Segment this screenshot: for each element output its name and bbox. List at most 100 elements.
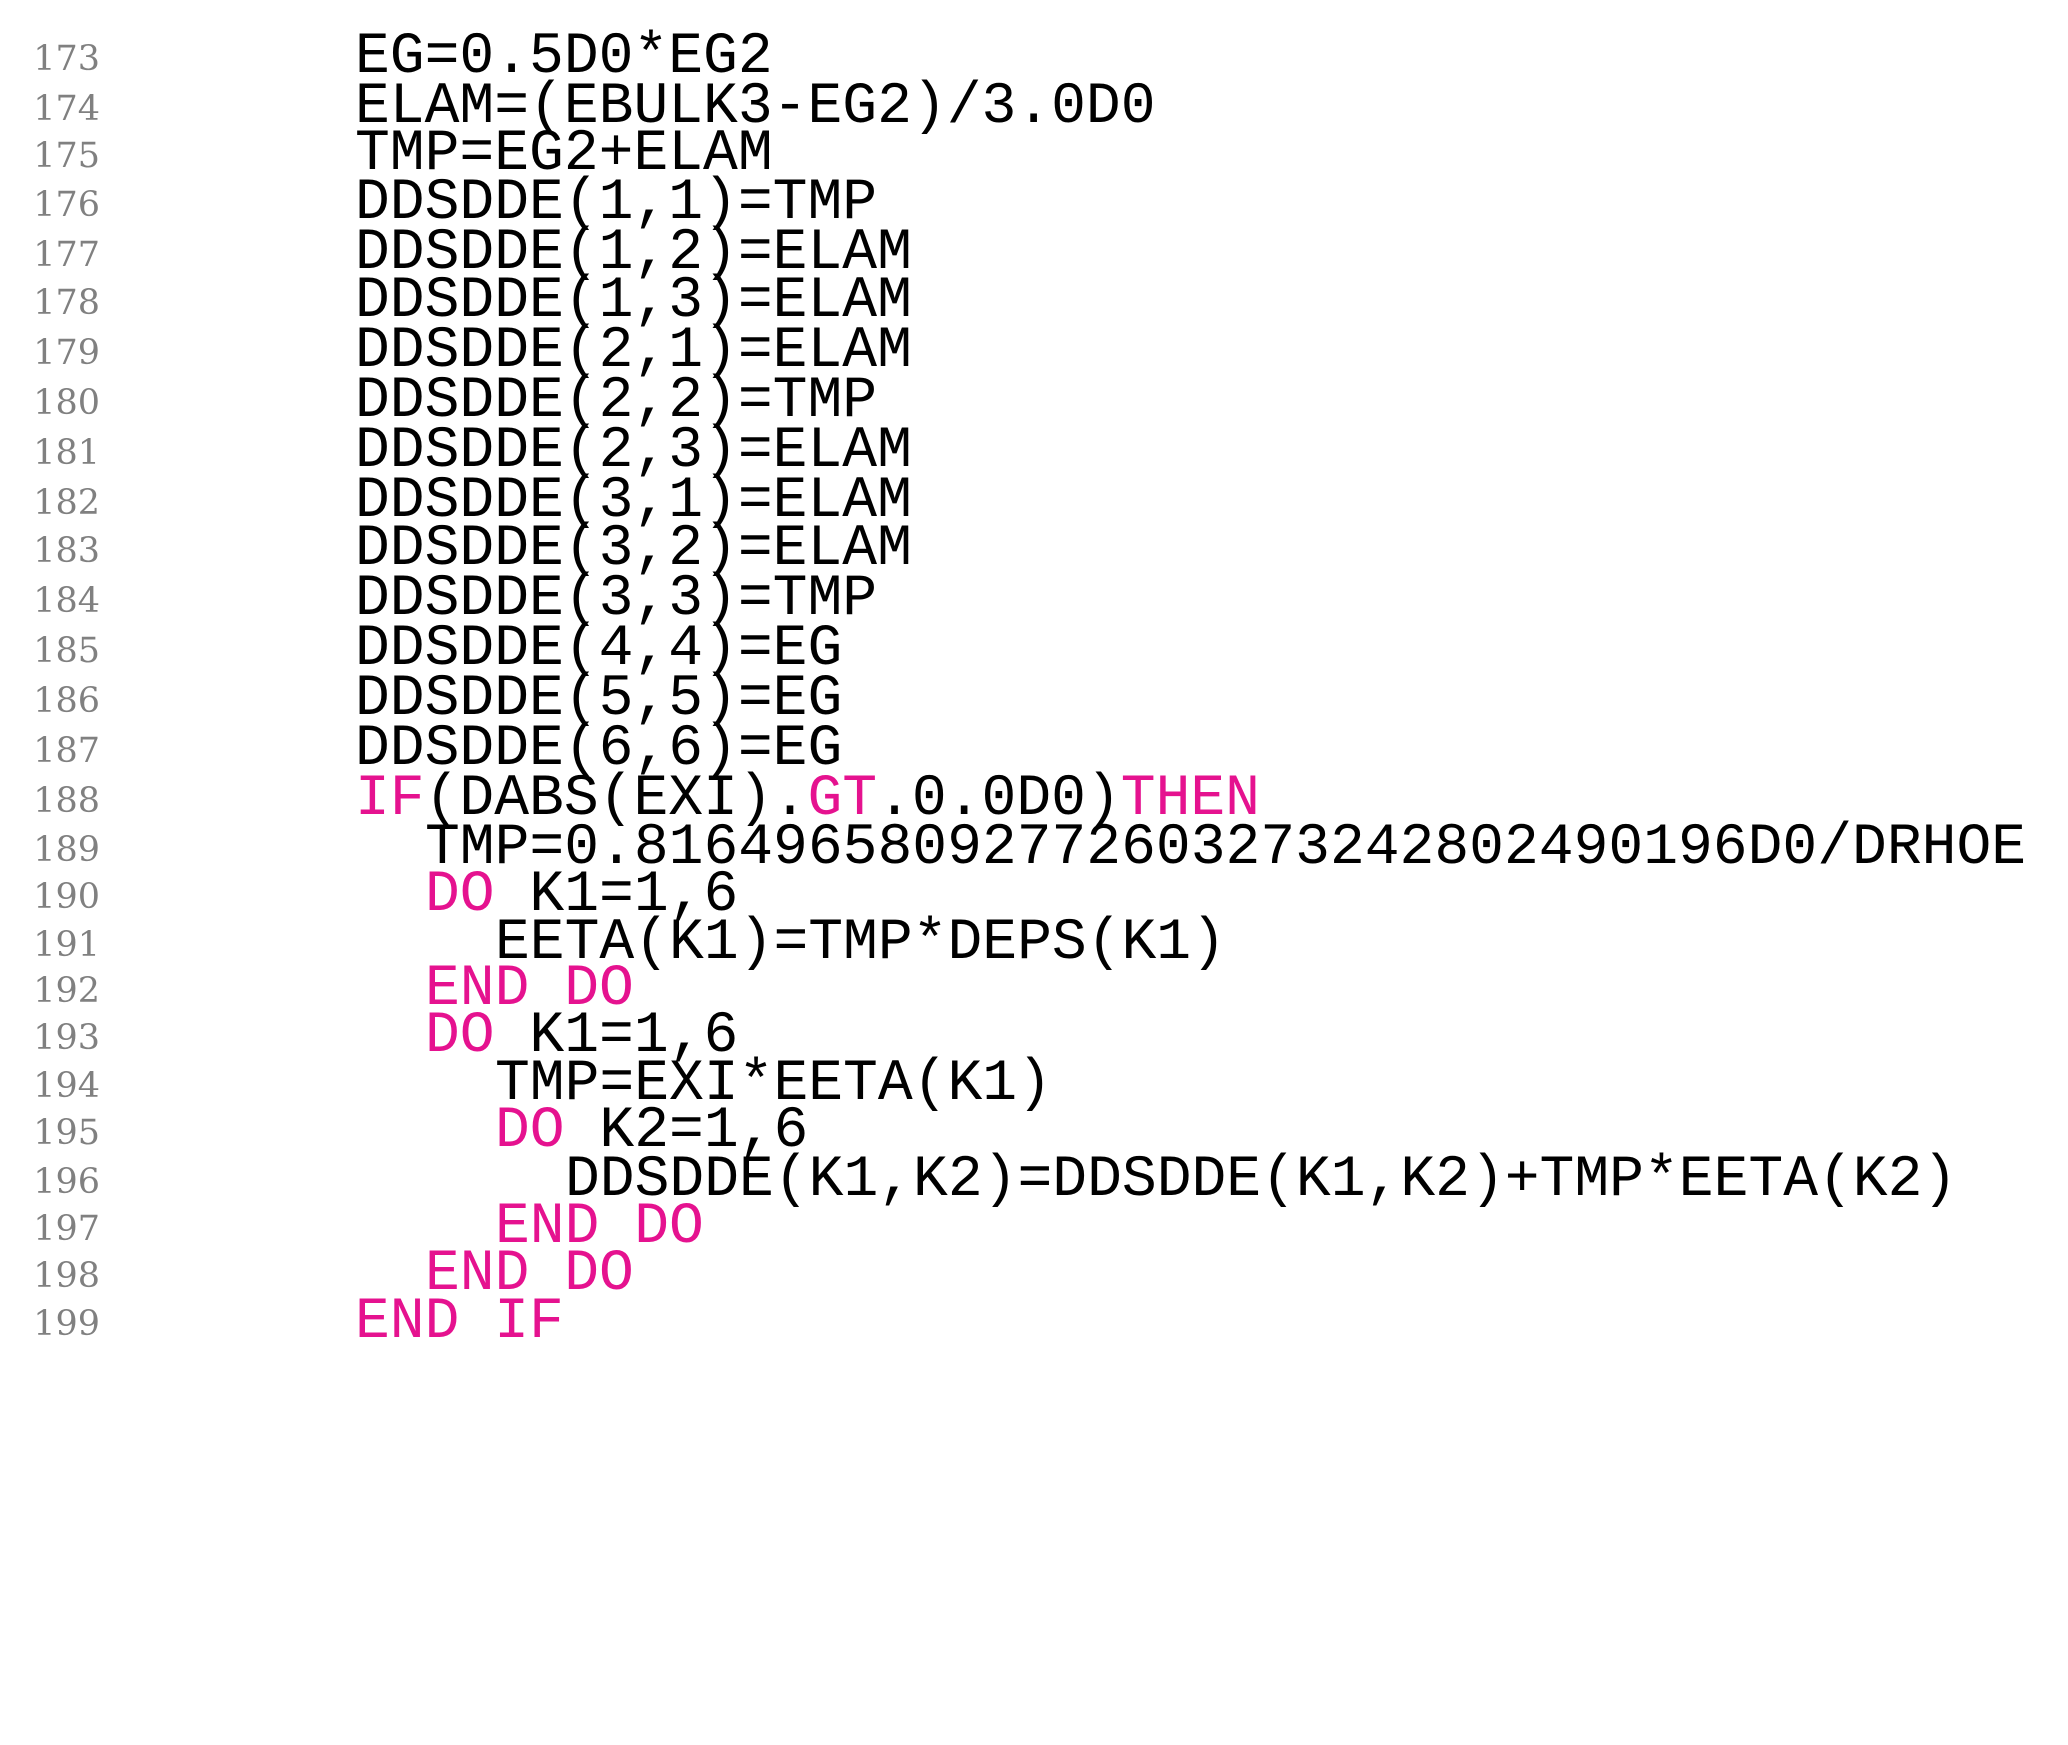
- code-token: TMP=EXI*EETA(K1): [495, 1052, 1052, 1117]
- line-number: 196: [33, 1162, 100, 1202]
- keyword-token: END DO: [425, 1242, 634, 1307]
- keyword-token: THEN: [1120, 767, 1260, 832]
- code-line: 185 DDSDDE(4,4)=EG: [0, 617, 2068, 682]
- line-number: 190: [33, 877, 100, 917]
- keyword-token: DO: [495, 1099, 565, 1164]
- code-line: 187 DDSDDE(6,6)=EG: [0, 717, 2068, 782]
- code-line: 174 ELAM=(EBULK3-EG2)/3.0D0: [0, 75, 2068, 140]
- code-line: 194 TMP=EXI*EETA(K1): [0, 1052, 2068, 1117]
- code-text: ELAM=(EBULK3-EG2)/3.0D0: [355, 75, 1156, 140]
- code-text: TMP=EG2+ELAM: [355, 122, 773, 187]
- code-text: END IF: [355, 1290, 564, 1355]
- code-line: 186 DDSDDE(5,5)=EG: [0, 667, 2068, 732]
- code-line: 175 TMP=EG2+ELAM: [0, 122, 2068, 187]
- code-line: 191 EETA(K1)=TMP*DEPS(K1): [0, 911, 2068, 976]
- code-text: END DO: [425, 1242, 634, 1307]
- code-token: DDSDDE(6,6)=EG: [355, 717, 843, 782]
- code-line: 188 IF(DABS(EXI).GT.0.0D0)THEN: [0, 767, 2068, 832]
- code-text: IF(DABS(EXI).GT.0.0D0)THEN: [355, 767, 1260, 832]
- keyword-token: END IF: [355, 1290, 564, 1355]
- keyword-token: END DO: [495, 1195, 704, 1260]
- code-token: DDSDDE(4,4)=EG: [355, 617, 843, 682]
- code-line: 199 END IF: [0, 1290, 2068, 1355]
- line-number: 197: [33, 1209, 100, 1249]
- code-line: 198 END DO: [0, 1242, 2068, 1307]
- code-line: 197 END DO: [0, 1195, 2068, 1260]
- line-number: 185: [33, 631, 100, 671]
- code-token: K2=1,6: [564, 1099, 809, 1164]
- code-text: DO K2=1,6: [495, 1099, 808, 1164]
- code-line: 182 DDSDDE(3,1)=ELAM: [0, 469, 2068, 534]
- line-number: 188: [33, 781, 100, 821]
- code-text: DDSDDE(K1,K2)=DDSDDE(K1,K2)+TMP*EETA(K2): [565, 1148, 1957, 1213]
- line-number: 182: [33, 483, 100, 523]
- code-text: TMP=0.81649658092772603273242802490196D0…: [425, 816, 2026, 881]
- code-token: DDSDDE(5,5)=EG: [355, 667, 843, 732]
- code-text: DDSDDE(2,3)=ELAM: [355, 419, 912, 484]
- code-text: END DO: [495, 1195, 704, 1260]
- code-text: DDSDDE(2,1)=ELAM: [355, 319, 912, 384]
- code-token: DDSDDE(3,3)=TMP: [355, 567, 878, 632]
- line-number: 179: [33, 333, 100, 373]
- code-token: .0.0D0): [877, 767, 1121, 832]
- code-text: DDSDDE(3,1)=ELAM: [355, 469, 912, 534]
- keyword-token: GT: [807, 767, 878, 832]
- code-text: DO K1=1,6: [425, 863, 738, 928]
- line-number: 183: [33, 531, 100, 571]
- line-number: 181: [33, 433, 100, 473]
- line-number: 191: [33, 925, 100, 965]
- code-token: DDSDDE(3,1)=ELAM: [355, 469, 912, 534]
- code-token: (DABS(EXI).: [424, 767, 808, 832]
- code-token: DDSDDE(2,1)=ELAM: [355, 319, 912, 384]
- line-number: 186: [33, 681, 100, 721]
- code-token: EG=0.5D0*EG2: [355, 25, 773, 90]
- code-line: 189 TMP=0.8164965809277260327324280249019…: [0, 816, 2068, 881]
- line-number: 194: [33, 1066, 100, 1106]
- code-line: 181 DDSDDE(2,3)=ELAM: [0, 419, 2068, 484]
- code-text: DDSDDE(5,5)=EG: [355, 667, 842, 732]
- line-number: 195: [33, 1113, 100, 1153]
- code-line: 183 DDSDDE(3,2)=ELAM: [0, 517, 2068, 582]
- code-text: EETA(K1)=TMP*DEPS(K1): [495, 911, 1226, 976]
- code-line: 180 DDSDDE(2,2)=TMP: [0, 369, 2068, 434]
- code-token: DDSDDE(1,2)=ELAM: [355, 221, 912, 286]
- code-text: DDSDDE(4,4)=EG: [355, 617, 842, 682]
- code-text: TMP=EXI*EETA(K1): [495, 1052, 1052, 1117]
- line-number: 180: [33, 383, 100, 423]
- code-token: DDSDDE(2,3)=ELAM: [355, 419, 912, 484]
- code-token: TMP=EG2+ELAM: [355, 122, 773, 187]
- code-token: TMP=0.81649658092772603273242802490196D0…: [425, 816, 2027, 881]
- keyword-token: IF: [355, 767, 425, 832]
- line-number: 192: [33, 971, 100, 1011]
- code-token: K1=1,6: [494, 1004, 739, 1069]
- line-number: 198: [33, 1256, 100, 1296]
- code-line: 178 DDSDDE(1,3)=ELAM: [0, 269, 2068, 334]
- code-token: DDSDDE(1,1)=TMP: [355, 171, 878, 236]
- line-number: 193: [33, 1018, 100, 1058]
- code-line: 192 END DO: [0, 957, 2068, 1022]
- line-number: 189: [33, 830, 100, 870]
- line-number: 175: [33, 136, 100, 176]
- code-line: 176 DDSDDE(1,1)=TMP: [0, 171, 2068, 236]
- code-text: DDSDDE(1,2)=ELAM: [355, 221, 912, 286]
- code-token: DDSDDE(1,3)=ELAM: [355, 269, 912, 334]
- code-token: ELAM=(EBULK3-EG2)/3.0D0: [355, 75, 1156, 140]
- line-number: 178: [33, 283, 100, 323]
- code-text: DDSDDE(3,3)=TMP: [355, 567, 877, 632]
- keyword-token: DO: [425, 863, 495, 928]
- code-token: DDSDDE(3,2)=ELAM: [355, 517, 912, 582]
- code-text: DDSDDE(3,2)=ELAM: [355, 517, 912, 582]
- code-text: DDSDDE(1,3)=ELAM: [355, 269, 912, 334]
- line-number: 184: [33, 581, 100, 621]
- line-number: 187: [33, 731, 100, 771]
- line-number: 199: [33, 1304, 100, 1344]
- code-token: DDSDDE(2,2)=TMP: [355, 369, 878, 434]
- line-number: 176: [33, 185, 100, 225]
- code-text: DDSDDE(2,2)=TMP: [355, 369, 877, 434]
- line-number: 174: [33, 89, 100, 129]
- code-text: END DO: [425, 957, 634, 1022]
